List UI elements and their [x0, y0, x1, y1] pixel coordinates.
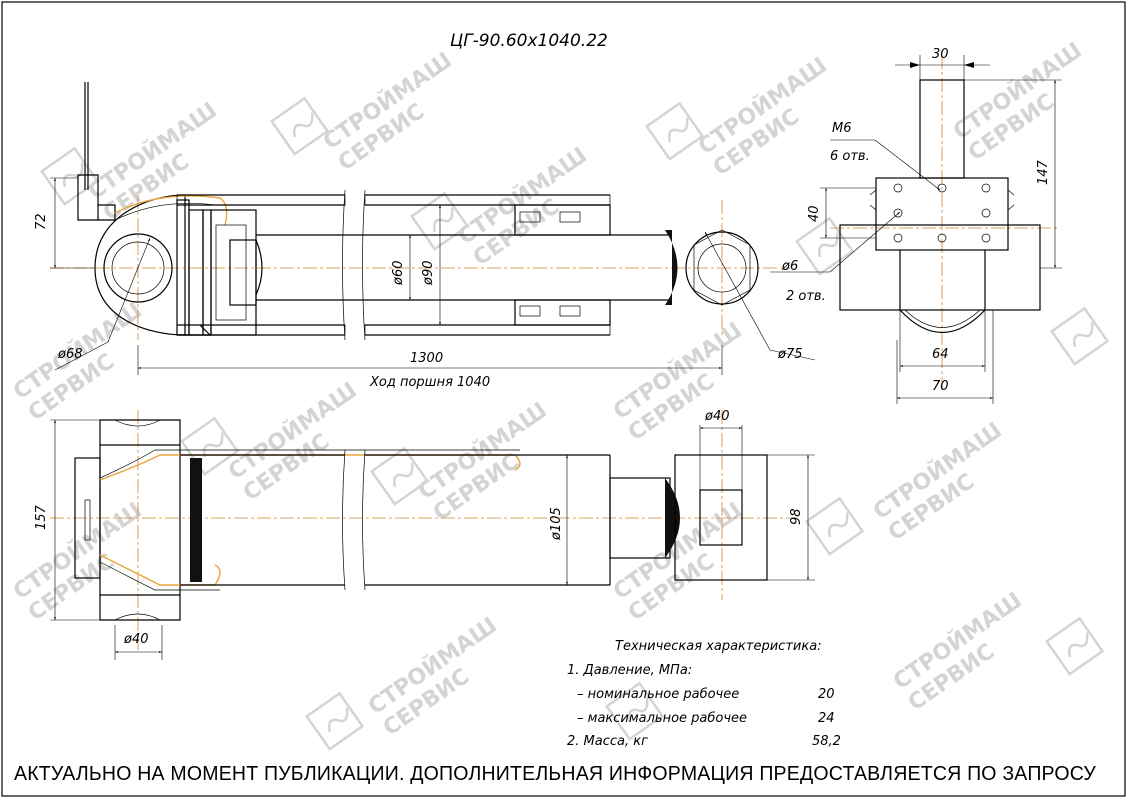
left-eye-bore: [103, 233, 173, 303]
dim-tube-d105: ø105: [549, 507, 564, 541]
dim-rod-d60: ø60: [391, 261, 406, 287]
dim-pin-d40-left: ø40: [123, 632, 149, 647]
footer-notice: АКТУАЛЬНО НА МОМЕНТ ПУБЛИКАЦИИ. ДОПОЛНИТ…: [14, 763, 1096, 785]
dim-length-1300: 1300: [410, 351, 443, 366]
spec-item-label: 2. Масса, кг: [567, 734, 648, 749]
right-eye-bore: [685, 231, 759, 305]
stroke-label: Ход поршня 1040: [369, 375, 490, 390]
dim-70: 70: [932, 379, 949, 394]
top-view-section: 72 ø60 ø90 1300 Ход поршня 1040 ø68 ø75: [34, 82, 816, 390]
spec-item-label: – максимальное рабочее: [577, 711, 747, 726]
hole-count: 2 отв.: [786, 289, 826, 304]
dim-147: 147: [1036, 159, 1051, 185]
dim-40: 40: [807, 205, 822, 222]
drawing-title: ЦГ-90.60х1040.22: [450, 31, 608, 51]
bottom-view: 157 ø40 ø105 ø40 98: [34, 409, 815, 660]
spec-item-value: 24: [818, 711, 835, 726]
end-view: 30 М6 6 отв. 40 147 ø6 2 отв. 64 70: [770, 47, 1062, 404]
spec-item-value: 20: [818, 687, 835, 702]
dim-pin-d40-right: ø40: [704, 409, 730, 424]
dim-eye-d68: ø68: [57, 347, 83, 362]
dim-72: 72: [34, 213, 49, 230]
spec-item-value: 58,2: [812, 734, 841, 749]
dim-30: 30: [932, 47, 949, 62]
hole-d6: ø6: [781, 259, 798, 274]
thread-count: 6 отв.: [830, 149, 870, 164]
dim-bore-d90: ø90: [421, 261, 436, 287]
thread-m6: М6: [832, 121, 852, 136]
spec-item-label: 1. Давление, МПа:: [567, 663, 692, 678]
spec-block: Техническая характеристика: 1. Давление,…: [567, 639, 841, 749]
dim-98: 98: [789, 508, 804, 525]
spec-item-label: – номинальное рабочее: [577, 687, 739, 702]
dim-157: 157: [34, 504, 49, 530]
dim-64: 64: [932, 347, 949, 362]
dim-eye-d75: ø75: [777, 347, 803, 362]
spec-heading: Техническая характеристика:: [615, 639, 822, 654]
